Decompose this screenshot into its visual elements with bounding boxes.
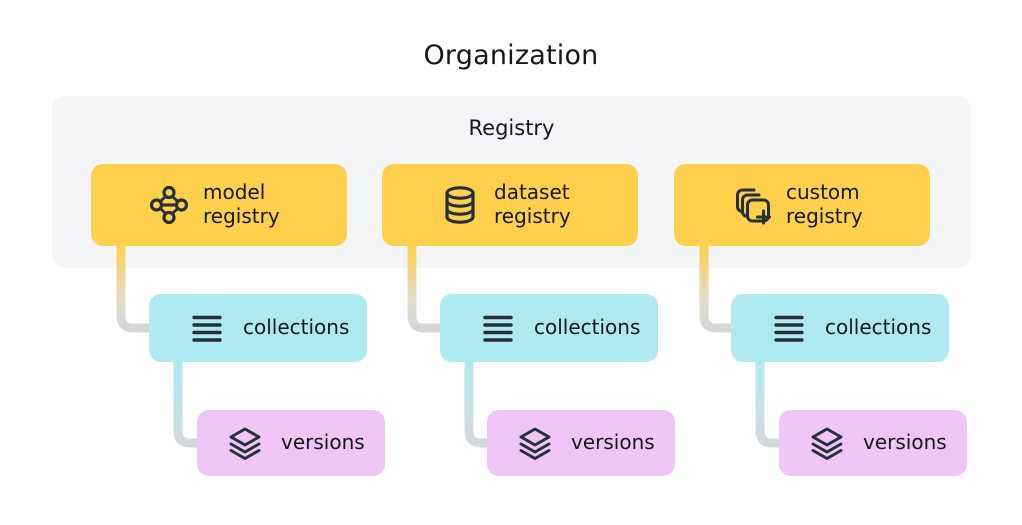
list-lines-icon bbox=[769, 308, 809, 348]
card-custom-registry[interactable]: custom registry bbox=[674, 164, 930, 246]
page-title: Organization bbox=[423, 40, 599, 71]
card-label: collections bbox=[243, 315, 350, 340]
card-label: custom registry bbox=[786, 180, 863, 228]
card-versions-2[interactable]: versions bbox=[487, 410, 675, 476]
registry-panel-title: Registry bbox=[468, 116, 555, 140]
list-lines-icon bbox=[478, 308, 518, 348]
card-versions-1[interactable]: versions bbox=[197, 410, 385, 476]
card-label: model registry bbox=[203, 180, 280, 228]
card-label: versions bbox=[863, 430, 947, 455]
card-collections-1[interactable]: collections bbox=[149, 294, 367, 362]
card-label: versions bbox=[281, 430, 365, 455]
card-label: dataset registry bbox=[494, 180, 571, 228]
list-lines-icon bbox=[187, 308, 227, 348]
card-dataset-registry[interactable]: dataset registry bbox=[382, 164, 638, 246]
stacked-layers-icon bbox=[807, 423, 847, 463]
card-collections-2[interactable]: collections bbox=[440, 294, 658, 362]
database-cylinder-icon bbox=[440, 185, 480, 225]
card-model-registry[interactable]: model registry bbox=[91, 164, 347, 246]
card-collections-3[interactable]: collections bbox=[731, 294, 949, 362]
card-versions-3[interactable]: versions bbox=[779, 410, 967, 476]
card-label: collections bbox=[534, 315, 641, 340]
card-label: versions bbox=[571, 430, 655, 455]
stacked-layers-icon bbox=[225, 423, 265, 463]
node-graph-icon bbox=[149, 185, 189, 225]
stacked-layers-icon bbox=[515, 423, 555, 463]
stacked-squares-plus-icon bbox=[732, 185, 772, 225]
card-label: collections bbox=[825, 315, 932, 340]
